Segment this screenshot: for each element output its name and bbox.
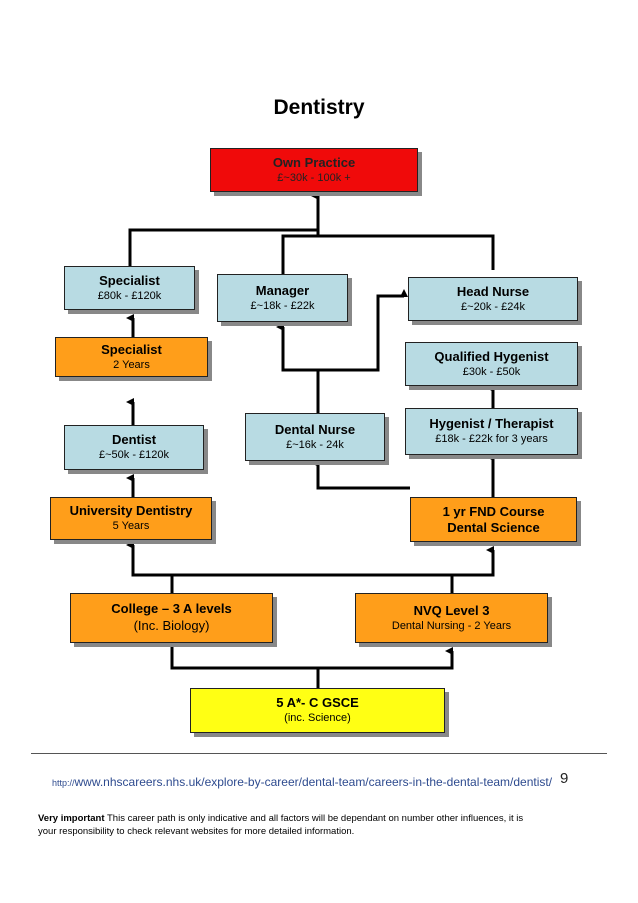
gcse-subject: (inc. Science) — [284, 712, 351, 724]
college-box: College – 3 A levels (Inc. Biology) — [70, 593, 273, 643]
head-nurse-box: Head Nurse £~20k - £24k — [408, 277, 578, 321]
disclaimer-note: Very important This career path is only … — [38, 812, 538, 838]
specialist-training-title: Specialist — [101, 341, 162, 357]
dentist-box: Dentist £~50k - £120k — [64, 425, 204, 470]
hygenist-therapist-box: Hygenist / Therapist £18k - £22k for 3 y… — [405, 408, 578, 455]
hygenist-therapist-salary: £18k - £22k for 3 years — [435, 433, 548, 445]
manager-title: Manager — [255, 282, 310, 298]
page-number: 9 — [560, 770, 569, 787]
nvq-box: NVQ Level 3 Dental Nursing - 2 Years — [355, 593, 548, 643]
dentist-title: Dentist — [111, 432, 157, 447]
specialist-salary-box: Specialist £80k - £120k — [64, 266, 195, 310]
specialist-training-duration: 2 Years — [113, 358, 150, 371]
manager-box: Manager £~18k - £22k — [217, 274, 348, 322]
connector-college-uni — [126, 541, 174, 593]
connector-nurse-head — [318, 289, 408, 372]
own-practice-title: Own Practice — [272, 154, 356, 170]
source-link-text: www.nhscareers.nhs.uk/explore-by-career/… — [74, 775, 553, 789]
connector-college-fnd — [172, 546, 495, 577]
university-dentistry-duration: 5 Years — [112, 520, 150, 532]
connector-head-own — [318, 234, 495, 270]
disclaimer-text: This career path is only indicative and … — [38, 813, 524, 837]
head-nurse-title: Head Nurse — [456, 283, 530, 299]
source-link[interactable]: http://www.nhscareers.nhs.uk/explore-by-… — [52, 775, 552, 789]
gcse-title: 5 A*- C GSCE — [276, 695, 359, 710]
dental-nurse-box: Dental Nurse £~16k - 24k — [245, 413, 385, 461]
fnd-course-box: 1 yr FND Course Dental Science — [410, 497, 577, 542]
dentist-salary: £~50k - £120k — [98, 449, 170, 461]
college-subject: (Inc. Biology) — [133, 618, 210, 633]
manager-salary: £~18k - £22k — [250, 299, 315, 312]
disclaimer-label: Very important — [38, 813, 105, 824]
own-practice-box: Own Practice £~30k - 100k + — [210, 148, 418, 192]
fnd-course-subject: Dental Science — [447, 519, 540, 535]
dental-nurse-title: Dental Nurse — [274, 421, 356, 437]
qualified-hygenist-salary: £30k - £50k — [462, 365, 521, 378]
nvq-subject: Dental Nursing - 2 Years — [391, 619, 512, 632]
university-dentistry-title: University Dentistry — [69, 503, 193, 518]
nvq-title: NVQ Level 3 — [413, 602, 490, 618]
connector-fnd-nurse — [311, 459, 410, 490]
gcse-box: 5 A*- C GSCE (inc. Science) — [190, 688, 445, 733]
qualified-hygenist-title: Qualified Hygenist — [434, 348, 549, 364]
connector-spec-own — [128, 228, 318, 266]
connector-nurse-manager — [276, 323, 320, 413]
source-link-prefix: http:// — [52, 778, 75, 788]
fnd-course-title: 1 yr FND Course — [442, 503, 545, 519]
specialist-training-box: Specialist 2 Years — [55, 337, 208, 377]
head-nurse-salary: £~20k - £24k — [461, 300, 525, 313]
specialist-salary-title: Specialist — [99, 272, 160, 288]
page-title: Dentistry — [273, 96, 365, 119]
connector-manager-own — [281, 234, 318, 274]
own-practice-salary: £~30k - 100k + — [277, 171, 351, 184]
specialist-salary-amount: £80k - £120k — [97, 289, 162, 302]
qualified-hygenist-box: Qualified Hygenist £30k - £50k — [405, 342, 578, 386]
connector-gcse — [165, 639, 320, 688]
hygenist-therapist-title: Hygenist / Therapist — [429, 416, 554, 431]
dental-nurse-salary: £~16k - 24k — [286, 438, 344, 451]
connector-gcse-nvq — [318, 647, 454, 670]
university-dentistry-box: University Dentistry 5 Years — [50, 497, 212, 540]
college-title: College – 3 A levels — [111, 601, 232, 616]
footer-divider — [31, 753, 607, 754]
